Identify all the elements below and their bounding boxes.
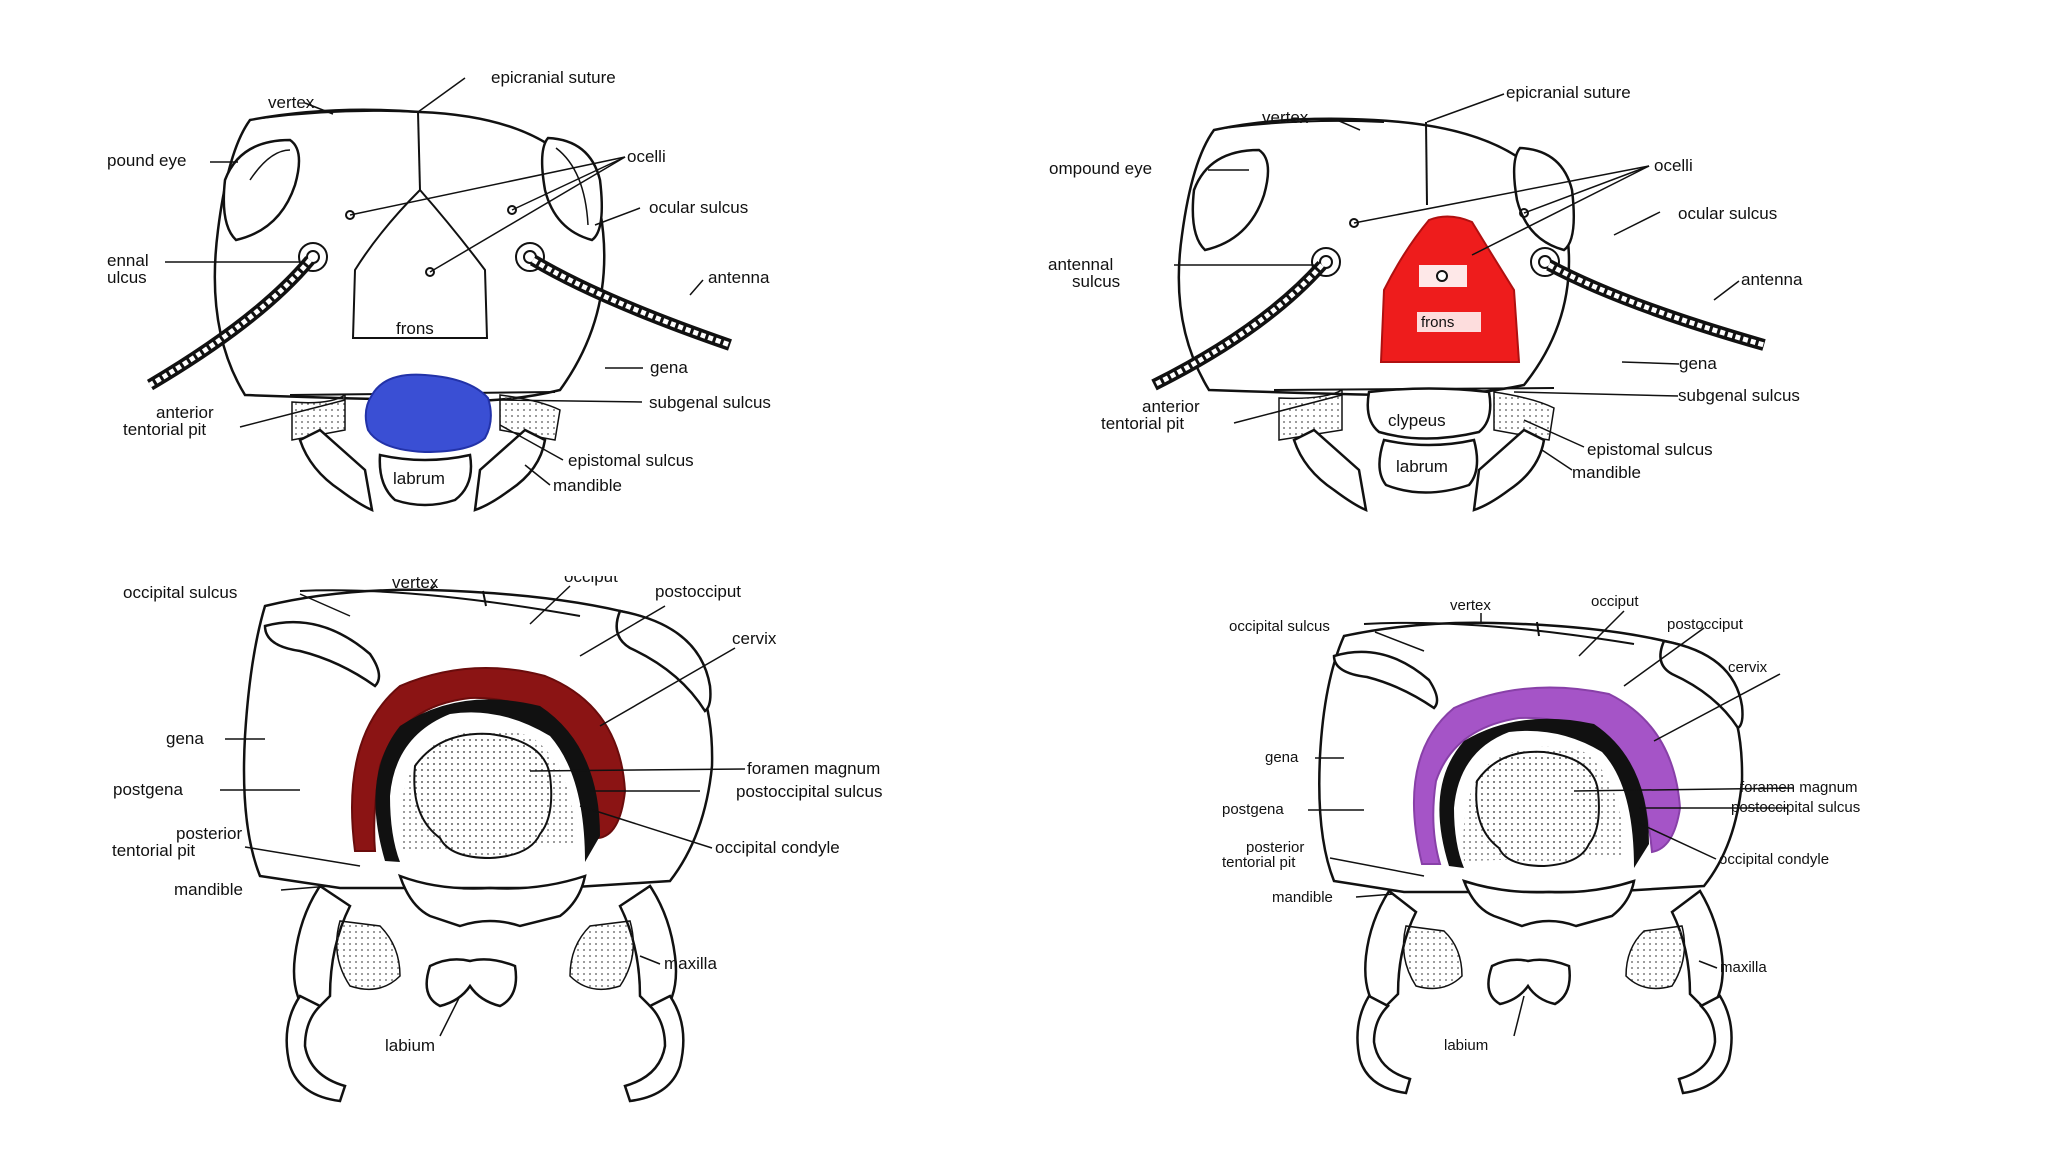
back-view-panel-right: vertex occiput occipital sulcus postocci…: [1024, 576, 2048, 1152]
label-labrum: labrum: [1396, 457, 1448, 476]
label-antennal-sulcus-line2: ulcus: [107, 268, 147, 287]
label-postoccipital-sulcus: postoccipital sulcus: [1731, 799, 1860, 816]
label-antennal-sulcus-line1: ennal: [107, 251, 149, 270]
back-view-diagram-left: vertex occiput occipital sulcus postocci…: [112, 576, 882, 1103]
back-view-diagram-right: vertex occiput occipital sulcus postocci…: [1222, 593, 1860, 1095]
label-clypeus: clypeus: [1388, 411, 1446, 430]
label-gena: gena: [166, 729, 204, 748]
label-occiput: occiput: [564, 576, 618, 586]
label-mandible: mandible: [1572, 463, 1641, 482]
label-vertex: vertex: [268, 93, 315, 112]
label-mandible: mandible: [174, 880, 243, 899]
label-anterior-tentorial-pit-line2: tentorial pit: [1101, 414, 1184, 433]
label-antenna: antenna: [708, 268, 770, 287]
label-vertex: vertex: [1450, 597, 1491, 614]
label-cervix: cervix: [1728, 659, 1768, 676]
label-posterior-tentorial-pit-line1: posterior: [176, 824, 242, 843]
label-ocelli: ocelli: [627, 147, 666, 166]
label-anterior-tentorial-pit-line1: anterior: [156, 403, 214, 422]
front-view-panel-left: epicranial suture vertex pound eye ocell…: [0, 0, 1024, 576]
frons-highlight: [1379, 215, 1521, 363]
label-posterior-tentorial-pit-line2: tentorial pit: [1222, 854, 1296, 871]
front-view-panel-right: epicranial suture vertex ompound eye oce…: [1024, 0, 2048, 576]
label-labium: labium: [1444, 1037, 1488, 1054]
label-occipital-condyle: occipital condyle: [715, 838, 840, 857]
label-ocular-sulcus: ocular sulcus: [649, 198, 748, 217]
label-foramen-magnum: foramen magnum: [1740, 779, 1858, 796]
label-gena: gena: [1265, 749, 1299, 766]
back-view-panel-left: vertex occiput occipital sulcus postocci…: [0, 576, 1024, 1152]
postocciput-highlight: [1413, 686, 1682, 865]
clypeus-highlight: [364, 373, 492, 454]
label-epicranial-suture: epicranial suture: [1506, 83, 1631, 102]
label-occipital-sulcus: occipital sulcus: [123, 583, 237, 602]
label-postgena: postgena: [113, 780, 183, 799]
foramen-magnum-shape: [413, 732, 553, 860]
label-occiput: occiput: [1591, 593, 1639, 610]
label-frons: frons: [396, 319, 434, 338]
front-view-diagram-right: epicranial suture vertex ompound eye oce…: [1048, 83, 1803, 513]
label-postocciput: postocciput: [1667, 616, 1744, 633]
label-compound-eye: ompound eye: [1049, 159, 1152, 178]
label-occipital-condyle: occipital condyle: [1719, 851, 1829, 868]
label-postgena: postgena: [1222, 801, 1284, 818]
label-vertex: vertex: [392, 576, 439, 592]
label-mandible: mandible: [1272, 889, 1333, 906]
label-postocciput: postocciput: [655, 582, 741, 601]
front-view-diagram-left: epicranial suture vertex pound eye ocell…: [107, 68, 771, 513]
label-vertex: vertex: [1262, 108, 1309, 127]
label-ocular-sulcus: ocular sulcus: [1678, 204, 1777, 223]
label-antennal-sulcus-line1: antennal: [1048, 255, 1113, 274]
label-postoccipital-sulcus: postoccipital sulcus: [736, 782, 882, 801]
label-frons: frons: [1421, 314, 1454, 331]
label-cervix: cervix: [732, 629, 777, 648]
label-epicranial-suture: epicranial suture: [491, 68, 616, 87]
label-posterior-tentorial-pit-line1: posterior: [1246, 839, 1304, 856]
label-occipital-sulcus: occipital sulcus: [1229, 618, 1330, 635]
label-labium: labium: [385, 1036, 435, 1055]
label-foramen-magnum: foramen magnum: [747, 759, 880, 778]
label-posterior-tentorial-pit-line2: tentorial pit: [112, 841, 195, 860]
label-anterior-tentorial-pit-line2: tentorial pit: [123, 420, 206, 439]
label-antenna: antenna: [1741, 270, 1803, 289]
label-maxilla: maxilla: [1720, 959, 1767, 976]
label-maxilla: maxilla: [664, 954, 717, 973]
label-antennal-sulcus-line2: sulcus: [1072, 272, 1120, 291]
label-compound-eye: pound eye: [107, 151, 186, 170]
label-gena: gena: [1679, 354, 1717, 373]
label-epistomal-sulcus: epistomal sulcus: [568, 451, 694, 470]
label-epistomal-sulcus: epistomal sulcus: [1587, 440, 1713, 459]
label-subgenal-sulcus: subgenal sulcus: [649, 393, 771, 412]
label-gena: gena: [650, 358, 688, 377]
label-mandible: mandible: [553, 476, 622, 495]
label-labrum: labrum: [393, 469, 445, 488]
label-subgenal-sulcus: subgenal sulcus: [1678, 386, 1800, 405]
label-ocelli: ocelli: [1654, 156, 1693, 175]
label-anterior-tentorial-pit-line1: anterior: [1142, 397, 1200, 416]
